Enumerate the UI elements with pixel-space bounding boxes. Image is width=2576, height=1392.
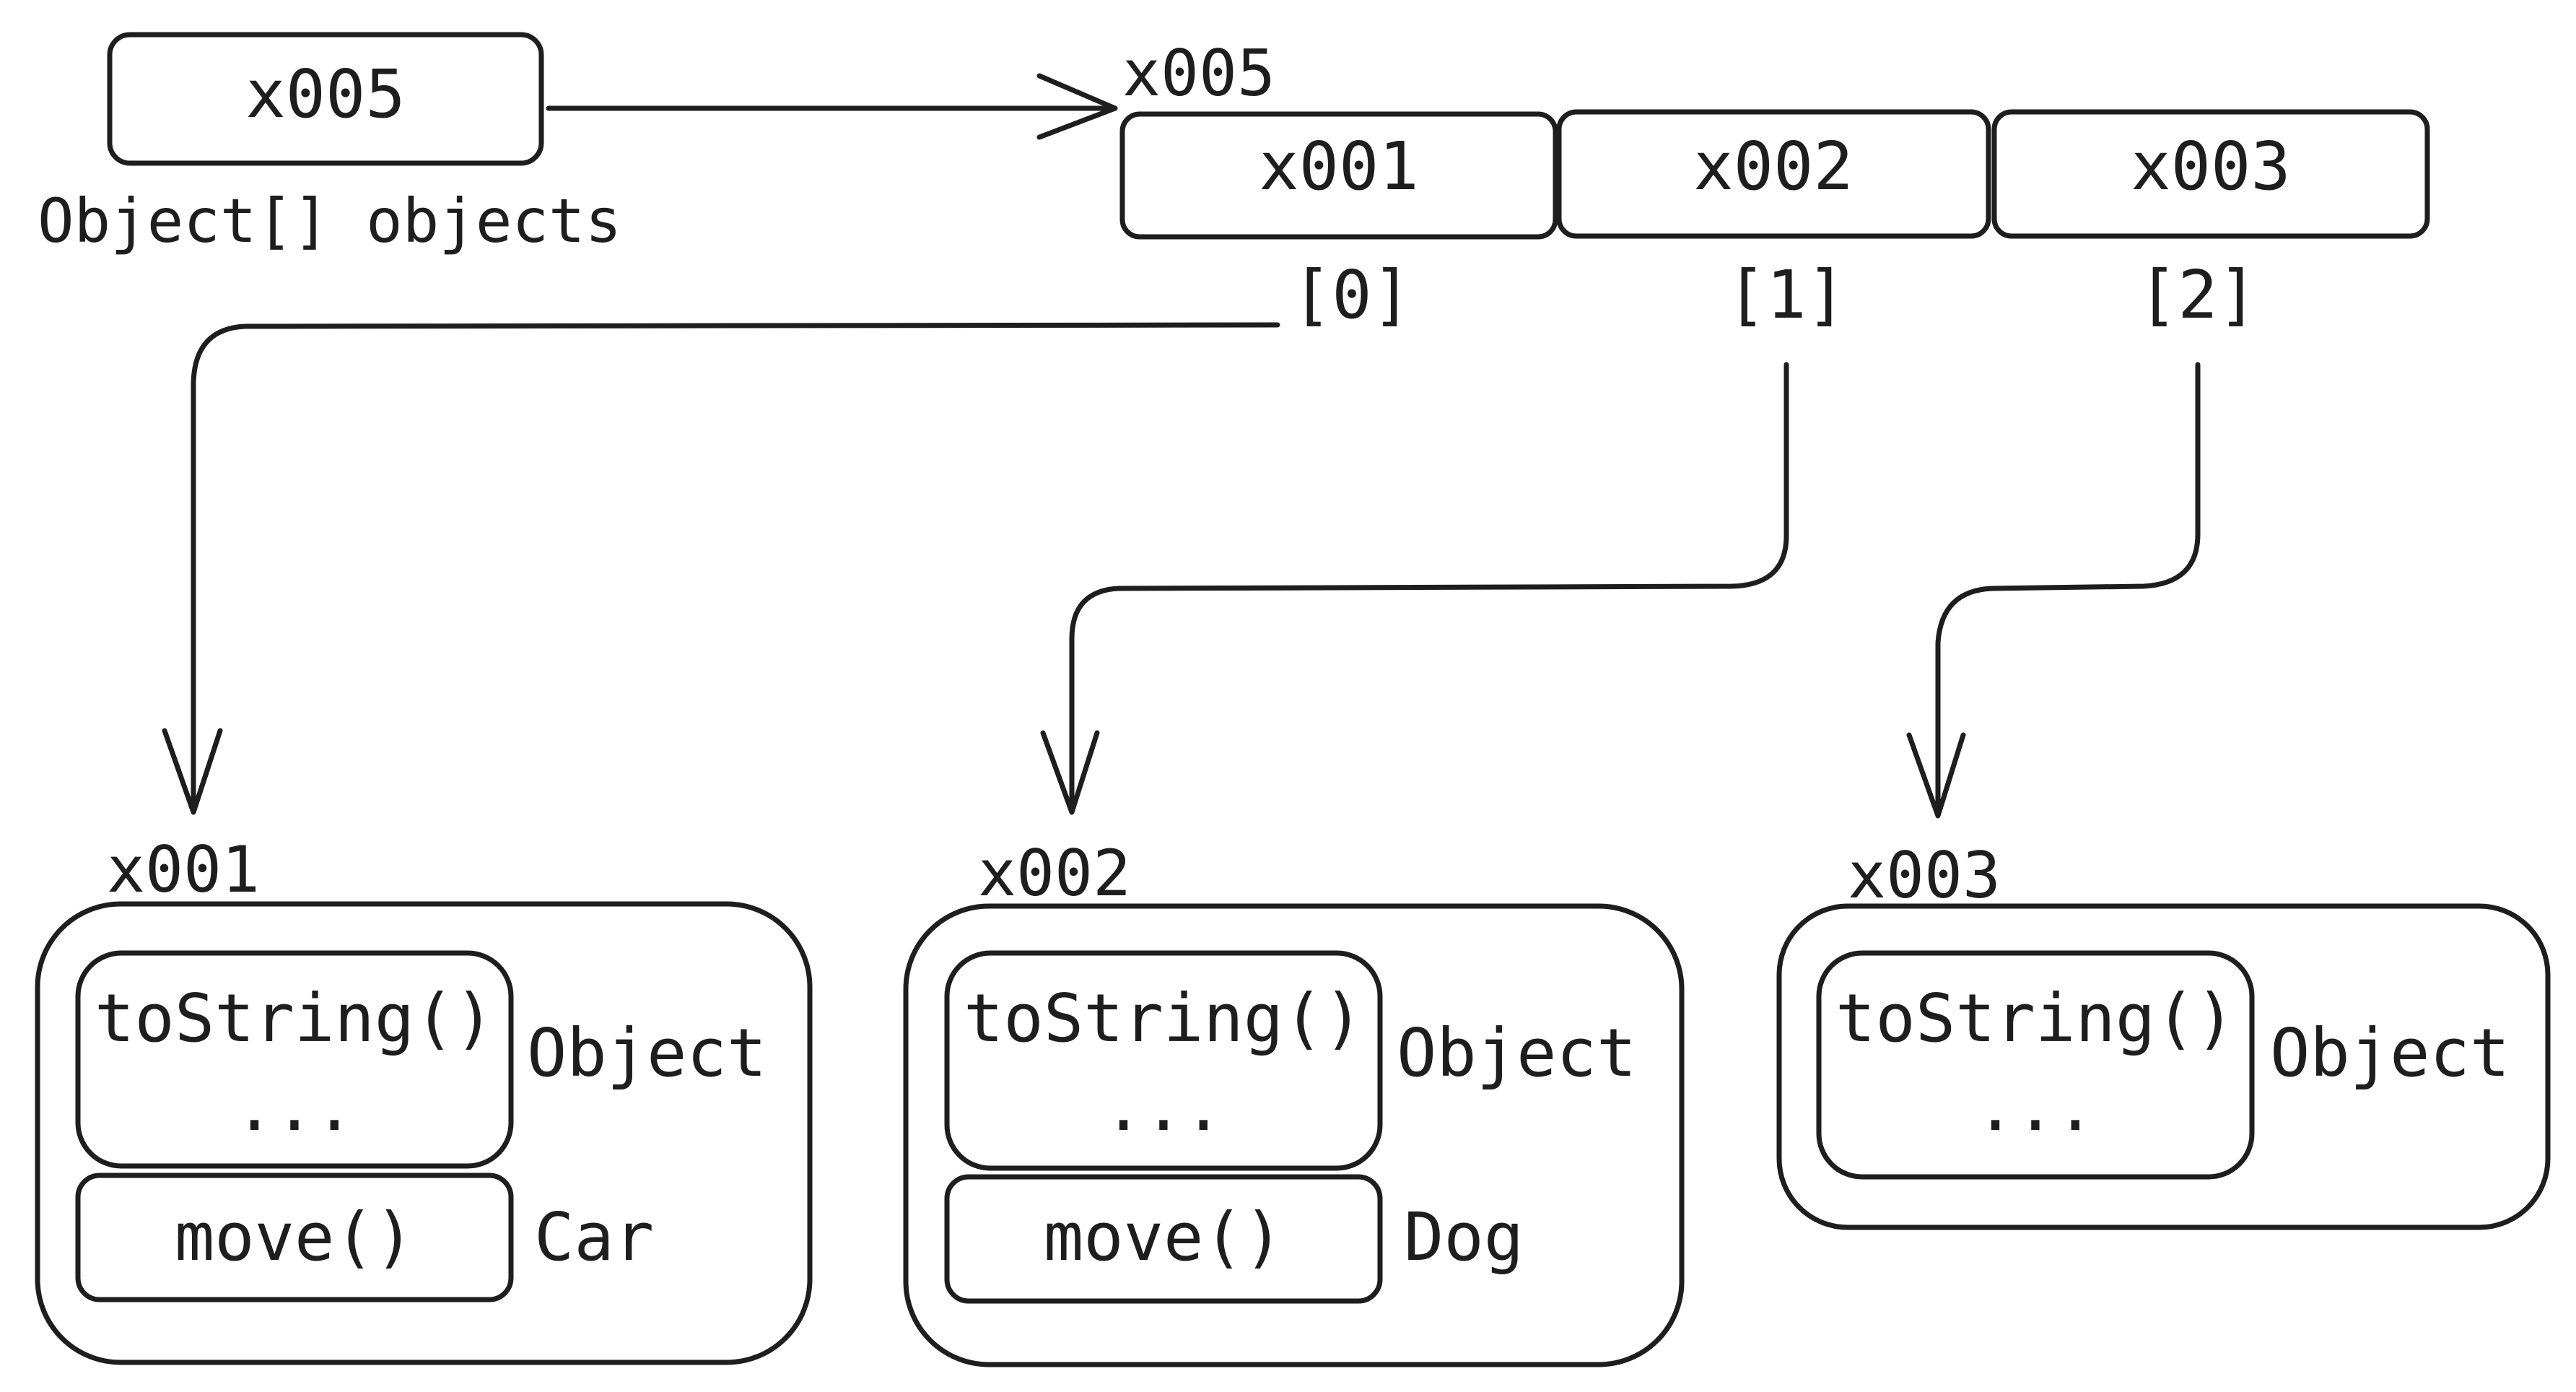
- object-1-subclass-label: Dog: [1404, 1199, 1524, 1276]
- reference-value: x005: [245, 56, 406, 133]
- object-0-subclass-method: move(): [175, 1199, 414, 1276]
- object-0-object-methods: toString(): [95, 980, 494, 1057]
- array-cell-1-value: x002: [1693, 128, 1854, 205]
- array-cell-0-value: x001: [1259, 128, 1419, 205]
- array-cell-1[interactable]: [1556, 109, 1991, 239]
- object-1-address: x002: [978, 836, 1131, 910]
- array-cell-2-value: x003: [2131, 128, 2291, 205]
- object-2-object-methods: toString(): [1835, 980, 2235, 1057]
- object-1-object-part[interactable]: [944, 950, 1383, 1171]
- object-0-object-label: Object: [527, 1014, 767, 1092]
- array-address: x005: [1122, 36, 1275, 110]
- arrow-reference-to-array: [546, 73, 1118, 140]
- arrow-index-1-to-object: [1040, 362, 1789, 815]
- reference-box[interactable]: [107, 32, 544, 166]
- object-1-object-ellipsis: ...: [1104, 1069, 1223, 1146]
- array-index-2: [2]: [2138, 256, 2258, 334]
- array-cell-2[interactable]: [1991, 109, 2430, 239]
- array-index-0: [0]: [1292, 256, 1412, 334]
- arrow-index-0-to-object: [162, 322, 1280, 815]
- object-1-object-label: Object: [1397, 1014, 1636, 1092]
- object-0-subclass-label: Car: [534, 1199, 654, 1276]
- object-0-object-ellipsis: ...: [235, 1069, 354, 1146]
- object-2-object-label: Object: [2270, 1014, 2510, 1092]
- object-2-object-part[interactable]: [1816, 950, 2255, 1180]
- array-cell-0[interactable]: [1119, 111, 1558, 240]
- reference-label: Object[] objects: [38, 186, 621, 256]
- object-0-subclass-part[interactable]: [75, 1173, 514, 1302]
- object-0-address: x001: [107, 832, 260, 907]
- object-2-address: x003: [1848, 838, 2001, 913]
- object-1-object-methods: toString(): [964, 980, 1363, 1057]
- arrow-index-2-to-object: [1906, 362, 2201, 819]
- object-1-subclass-method: move(): [1044, 1199, 1283, 1276]
- array-index-1: [1]: [1726, 256, 1846, 334]
- object-1-subclass-part[interactable]: [944, 1174, 1383, 1304]
- object-0-object-part[interactable]: [75, 950, 514, 1169]
- object-2-object-ellipsis: ...: [1975, 1069, 2095, 1146]
